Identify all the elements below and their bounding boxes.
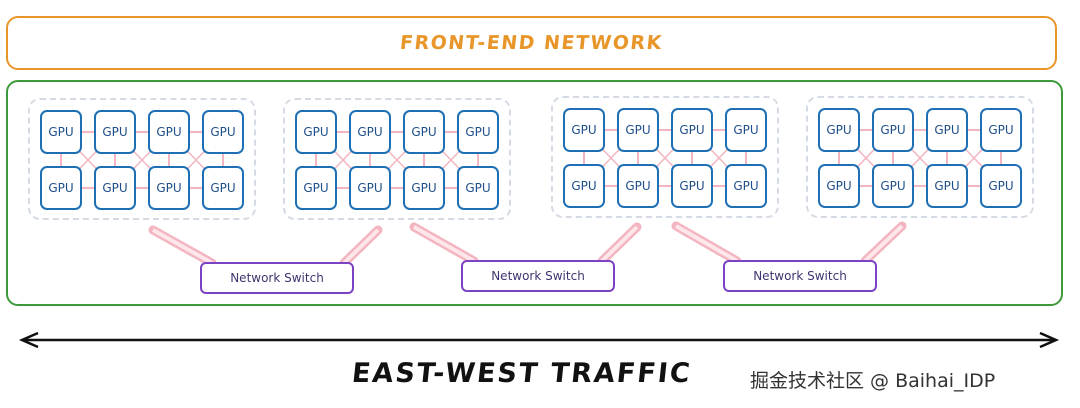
east-west-traffic-label: EAST-WEST TRAFFIC [350, 358, 694, 389]
gpu-node: GPU [980, 164, 1022, 208]
switch-uplink-inner [675, 224, 738, 263]
gpu-node: GPU [295, 110, 337, 154]
gpu-node: GPU [148, 166, 190, 210]
gpu-node: GPU [349, 110, 391, 154]
network-switch-3: Network Switch [723, 260, 877, 292]
gpu-node: GPU [818, 108, 860, 152]
traffic-arrow-head-left [18, 331, 39, 349]
gpu-node-group-4 [806, 96, 1034, 218]
gpu-node: GPU [725, 164, 767, 208]
gpu-node: GPU [563, 164, 605, 208]
gpu-node: GPU [148, 110, 190, 154]
gpu-node: GPU [403, 110, 445, 154]
gpu-node: GPU [926, 164, 968, 208]
gpu-node: GPU [617, 164, 659, 208]
gpu-node: GPU [40, 166, 82, 210]
gpu-node: GPU [926, 108, 968, 152]
switch-uplink-inner [863, 224, 904, 263]
network-switch-1: Network Switch [200, 262, 354, 294]
switch-uplink-inner [600, 225, 639, 263]
gpu-node: GPU [349, 166, 391, 210]
gpu-node: GPU [671, 108, 713, 152]
gpu-node-group-3 [551, 96, 779, 218]
traffic-arrow-head-right [1039, 331, 1060, 349]
gpu-node: GPU [617, 108, 659, 152]
network-switch-label: Network Switch [230, 271, 324, 285]
watermark: 掘金技术社区 @ Baihai_IDP [750, 370, 996, 392]
gpu-node: GPU [563, 108, 605, 152]
network-switch-label: Network Switch [491, 269, 585, 283]
gpu-node: GPU [872, 108, 914, 152]
switch-uplink-inner [342, 228, 380, 265]
network-switch-label: Network Switch [753, 269, 847, 283]
gpu-node: GPU [980, 108, 1022, 152]
gpu-node: GPU [403, 166, 445, 210]
gpu-node: GPU [457, 110, 499, 154]
gpu-node: GPU [671, 164, 713, 208]
switch-uplink-inner [152, 228, 213, 265]
switch-uplink-inner [413, 225, 475, 263]
gpu-node-group-2 [283, 98, 511, 220]
gpu-node: GPU [872, 164, 914, 208]
backend-cluster-box [6, 80, 1063, 306]
gpu-node: GPU [94, 166, 136, 210]
gpu-node: GPU [202, 166, 244, 210]
gpu-node: GPU [94, 110, 136, 154]
gpu-node: GPU [295, 166, 337, 210]
gpu-node: GPU [457, 166, 499, 210]
gpu-node: GPU [818, 164, 860, 208]
gpu-node: GPU [202, 110, 244, 154]
network-switch-2: Network Switch [461, 260, 615, 292]
front-end-network-box: FRONT-END NETWORK [6, 16, 1057, 70]
gpu-node-group-1 [28, 98, 256, 220]
gpu-node: GPU [725, 108, 767, 152]
gpu-node: GPU [40, 110, 82, 154]
